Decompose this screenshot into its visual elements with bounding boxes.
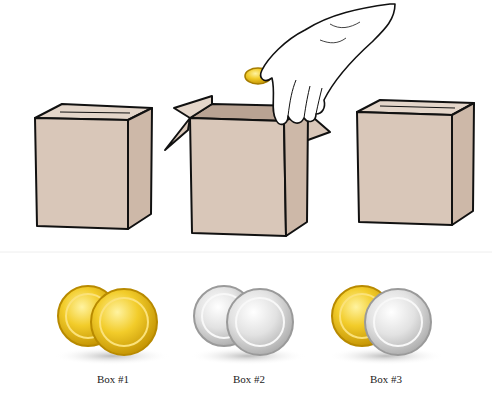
box-label: Box #3 <box>341 373 431 385</box>
separator <box>0 252 492 253</box>
coin-pair <box>54 286 170 365</box>
cardboard-box <box>35 104 152 229</box>
cardboard-box <box>357 100 474 225</box>
coin-pair <box>190 286 306 365</box>
box-label: Box #1 <box>68 373 158 385</box>
hand <box>245 4 395 124</box>
coin-pair <box>328 286 444 365</box>
box-label: Box #2 <box>204 373 294 385</box>
